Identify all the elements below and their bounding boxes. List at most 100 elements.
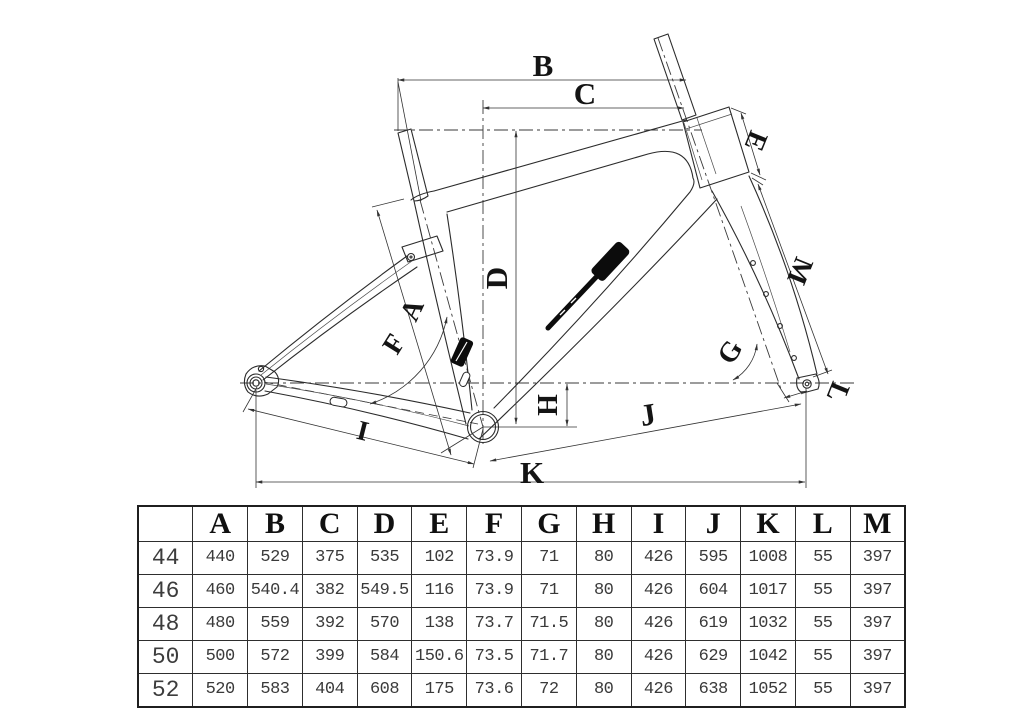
- seat-clamp-bolt-center: [409, 255, 413, 259]
- column-header-e: E: [411, 505, 468, 542]
- dim-label-b: B: [533, 48, 554, 83]
- steerer-hidden-line: [683, 122, 703, 181]
- dim-line-e: [740, 112, 761, 176]
- fork-mount-hole-4: [791, 355, 797, 361]
- dim-label-k: K: [520, 455, 544, 490]
- column-header-b: B: [247, 505, 303, 542]
- front-triangle-inner-edge: [446, 150, 695, 409]
- down-tube-lower-edge: [478, 198, 718, 440]
- column-header-d: D: [356, 505, 413, 542]
- value-cell-b: 583: [247, 672, 303, 708]
- size-cell: 52: [137, 672, 194, 708]
- chainstay-upper-edge: [265, 376, 471, 414]
- seatstay-lower-edge: [262, 266, 418, 381]
- value-cell-j: 604: [685, 573, 742, 608]
- dim-line-j: [489, 403, 802, 462]
- value-cell-c: 399: [301, 639, 358, 674]
- frame-outline: [243, 33, 820, 444]
- value-cell-m: 397: [849, 639, 906, 674]
- value-cell-b: 572: [247, 639, 303, 674]
- seatpost: [397, 128, 429, 202]
- corner-cell: [137, 505, 194, 542]
- value-cell-d: 608: [356, 672, 413, 708]
- seat-cluster-top: [410, 190, 435, 201]
- dim-label-g: G: [712, 335, 750, 370]
- size-cell: 50: [137, 639, 194, 674]
- rear-dropout-bolt: [257, 365, 265, 373]
- dim-label-i: I: [354, 415, 372, 448]
- seat-tube-cable-slot: [459, 371, 471, 387]
- rear-axle-inner: [252, 379, 260, 387]
- value-cell-b: 529: [247, 541, 303, 575]
- size-cell: 48: [137, 606, 194, 641]
- value-cell-e: 175: [411, 672, 468, 708]
- seatstay-inner-line: [260, 260, 413, 376]
- rear-dropout: [243, 365, 280, 397]
- ext-i-left: [242, 386, 258, 413]
- derailleur-mount: [450, 337, 474, 367]
- value-cell-f: 73.9: [466, 573, 522, 608]
- value-cell-h: 80: [575, 672, 632, 708]
- value-cell-k: 1052: [740, 672, 796, 708]
- dim-label-c: C: [574, 76, 596, 111]
- value-cell-b: 540.4: [247, 573, 303, 608]
- ext-a-top: [371, 198, 405, 208]
- value-cell-k: 1032: [740, 606, 796, 641]
- value-cell-b: 559: [247, 606, 303, 641]
- fork-blade-inner-line: [740, 205, 791, 353]
- value-cell-h: 80: [575, 606, 632, 641]
- value-cell-e: 102: [411, 541, 468, 575]
- value-cell-m: 397: [849, 672, 906, 708]
- value-cell-d: 549.5: [356, 573, 413, 608]
- front-axle-outer: [802, 379, 812, 389]
- steerer-hidden-line2: [696, 117, 717, 175]
- ext-l-axis: [776, 382, 790, 403]
- column-header-a: A: [192, 505, 249, 542]
- headset-line: [685, 113, 733, 130]
- value-cell-l: 55: [794, 606, 851, 641]
- value-cell-h: 80: [575, 541, 632, 575]
- column-header-f: F: [466, 505, 522, 542]
- value-cell-j: 638: [685, 672, 742, 708]
- value-cell-d: 570: [356, 606, 413, 641]
- value-cell-i: 426: [630, 541, 687, 575]
- ext-a-bottom: [440, 426, 484, 454]
- value-cell-j: 629: [685, 639, 742, 674]
- value-cell-c: 404: [301, 672, 358, 708]
- value-cell-i: 426: [630, 573, 687, 608]
- value-cell-c: 382: [301, 573, 358, 608]
- value-cell-m: 397: [849, 573, 906, 608]
- column-header-i: I: [630, 505, 687, 542]
- dim-label-j: J: [638, 396, 659, 433]
- dim-label-m: M: [780, 253, 819, 289]
- value-cell-g: 72: [520, 672, 577, 708]
- value-cell-g: 71: [520, 541, 577, 575]
- value-cell-g: 71: [520, 573, 577, 608]
- value-cell-f: 73.6: [466, 672, 522, 708]
- column-header-c: C: [301, 505, 358, 542]
- value-cell-m: 397: [849, 541, 906, 575]
- dimension-lines: [242, 78, 833, 488]
- dim-line-l: [783, 390, 808, 399]
- dim-label-d: D: [479, 267, 514, 289]
- value-cell-j: 595: [685, 541, 742, 575]
- value-cell-m: 397: [849, 606, 906, 641]
- column-header-j: J: [685, 505, 742, 542]
- front-axle-inner: [804, 381, 810, 387]
- value-cell-d: 535: [356, 541, 413, 575]
- top-tube-upper-edge: [433, 119, 687, 192]
- value-cell-a: 520: [192, 672, 249, 708]
- ext-e-top: [730, 107, 747, 115]
- seat-tube-axis: [419, 199, 484, 428]
- dim-label-f: F: [377, 329, 412, 360]
- down-tube-decal: [545, 241, 630, 331]
- ext-seat-axis-upper: [397, 81, 422, 202]
- fork-mount-hole-1: [750, 260, 756, 266]
- value-cell-d: 584: [356, 639, 413, 674]
